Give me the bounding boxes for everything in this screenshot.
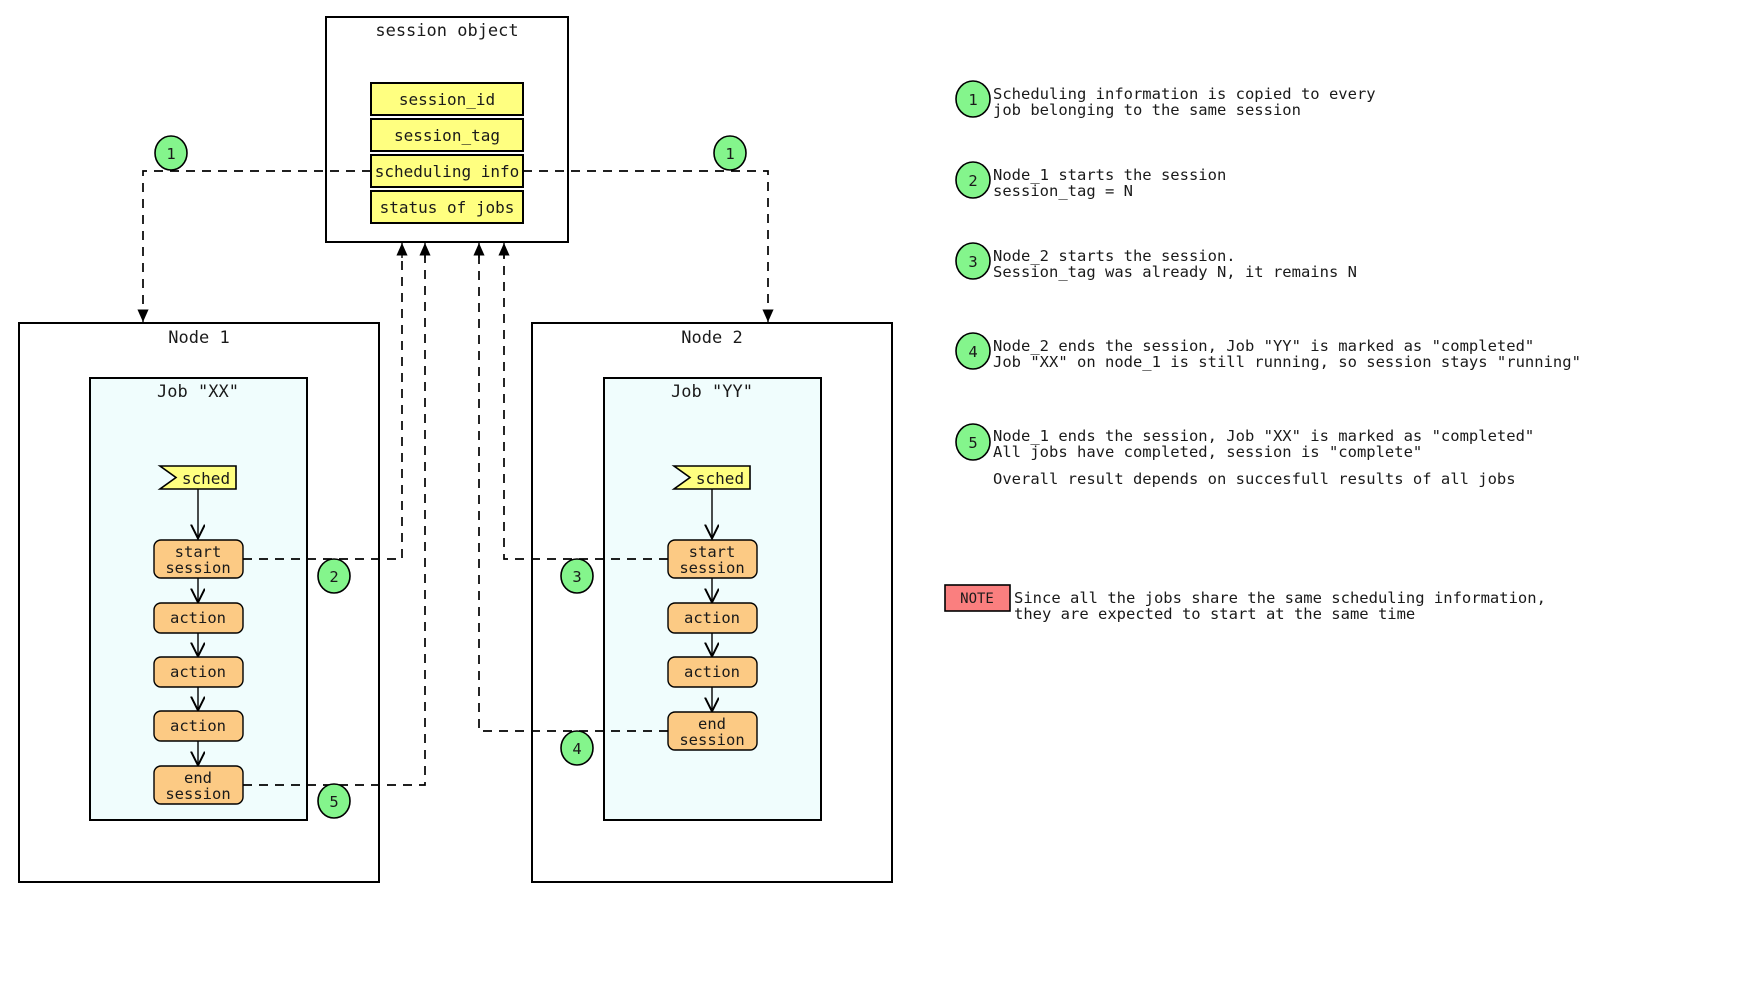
node-1-start-line1: start [175, 543, 222, 561]
legend-item-5: 5 Node_1 ends the session, Job "XX" is m… [955, 423, 1534, 461]
node-1-job-title: Job "XX" [157, 382, 239, 402]
legend-4-line-1: Node_2 ends the session, Job "YY" is mar… [993, 337, 1534, 355]
legend-badge-4 [955, 332, 991, 370]
node-1-title: Node 1 [168, 328, 229, 348]
session-field-session-tag-label: session_tag [394, 126, 500, 145]
note-badge [944, 584, 1011, 612]
legend-2-line-1: Node_1 starts the session [993, 166, 1226, 184]
connector-node2-end-to-session [473, 243, 668, 732]
node-2-title: Node 2 [681, 328, 742, 348]
legend-badge-5 [955, 423, 991, 461]
node-1-step-end-session: end session [153, 765, 244, 805]
badge-5-label: 5 [329, 793, 338, 811]
node-1-end-line1: end [184, 769, 212, 787]
connector-sched-to-node1 [137, 170, 371, 322]
legend-item-4: 4 Node_2 ends the session, Job "YY" is m… [955, 332, 1581, 371]
legend-1-line-1: Scheduling information is copied to ever… [993, 85, 1376, 103]
node-2-action-1-label: action [684, 609, 740, 627]
node-1-end-line2: session [165, 785, 230, 803]
legend-item-1: 1 Scheduling information is copied to ev… [955, 80, 1376, 119]
node-1-step-action-1: action [153, 602, 244, 634]
node-1-step-action-3: action [153, 710, 244, 742]
legend-item-2: 2 Node_1 starts the session session_tag … [955, 161, 1226, 200]
node-2-start-line2: session [679, 559, 744, 577]
legend-badge-1 [955, 80, 991, 118]
badge-1-left-label: 1 [166, 145, 175, 163]
node-2-action-2-label: action [684, 663, 740, 681]
node-1-sched-label: sched [182, 469, 230, 488]
node-1-start-line2: session [165, 559, 230, 577]
node-2-panel: Node 2 Job "YY" sched start session acti… [531, 322, 893, 883]
node-1-step-start-session: start session [153, 539, 244, 579]
node-2-sched-shape: sched [671, 465, 751, 490]
note-badge-label: NOTE [960, 591, 994, 607]
note-line-1: Since all the jobs share the same schedu… [1014, 589, 1546, 607]
badge-2-label: 2 [329, 568, 338, 586]
connector-node2-start-to-session [498, 243, 668, 560]
badge-3: 3 [560, 558, 594, 594]
legend-3-line-1: Node_2 starts the session. [993, 247, 1236, 265]
legend-1-line-2: job belonging to the same session [993, 101, 1301, 119]
note-line-2: they are expected to start at the same t… [1014, 605, 1415, 623]
node-2-step-end-session: end session [667, 711, 758, 751]
node-1-action-1-label: action [170, 609, 226, 627]
badge-5: 5 [317, 783, 351, 819]
node-1-step-action-2: action [153, 656, 244, 688]
legend-badge-3-label: 3 [968, 253, 977, 271]
legend-overall-note: Overall result depends on succesfull res… [993, 470, 1516, 488]
connector-sched-to-node2 [523, 170, 774, 322]
node-2-step-action-1: action [667, 602, 758, 634]
node-1-sched-shape: sched [157, 465, 237, 490]
node-2-end-line2: session [679, 731, 744, 749]
connector-node1-end-to-session [243, 243, 431, 786]
badge-1-right: 1 [713, 135, 747, 171]
session-field-session-tag [370, 118, 524, 152]
badge-4-label: 4 [572, 740, 581, 758]
node-2-job-title: Job "YY" [671, 382, 753, 402]
legend-item-3: 3 Node_2 starts the session. Session_tag… [955, 242, 1357, 281]
connector-node1-start-to-session [243, 243, 408, 560]
session-object-title: session object [375, 21, 518, 41]
badge-3-label: 3 [572, 568, 581, 586]
node-1-panel: Node 1 Job "XX" sched start session acti… [18, 322, 380, 883]
legend-badge-5-label: 5 [968, 434, 977, 452]
note-callout: NOTE Since all the jobs share the same s… [944, 584, 1546, 623]
legend-badge-3 [955, 242, 991, 280]
legend-4-line-2: Job "XX" on node_1 is still running, so … [993, 353, 1581, 371]
legend-badge-2 [955, 161, 991, 199]
session-field-scheduling-info-label: scheduling info [375, 162, 520, 181]
legend-5-line-1: Node_1 ends the session, Job "XX" is mar… [993, 427, 1534, 445]
node-2-start-line1: start [689, 543, 736, 561]
badge-1-left: 1 [154, 135, 188, 171]
legend-3-line-2: Session_tag was already N, it remains N [993, 263, 1357, 281]
node-2-step-start-session: start session [667, 539, 758, 579]
session-field-session-id-label: session_id [399, 90, 495, 109]
node-2-end-line1: end [698, 715, 726, 733]
legend-badge-2-label: 2 [968, 172, 977, 190]
node-2-step-action-2: action [667, 656, 758, 688]
badge-1-right-label: 1 [725, 145, 734, 163]
node-1-action-3-label: action [170, 717, 226, 735]
node-1-action-2-label: action [170, 663, 226, 681]
legend-badge-4-label: 4 [968, 343, 977, 361]
session-field-status-of-jobs-label: status of jobs [380, 198, 515, 217]
node-2-sched-label: sched [696, 469, 744, 488]
legend-badge-1-label: 1 [968, 91, 977, 109]
session-object-panel: session object session_id session_tag sc… [325, 16, 569, 243]
session-field-session-id [370, 82, 524, 116]
session-field-status-of-jobs [370, 190, 524, 224]
legend-5-line-2: All jobs have completed, session is "com… [993, 443, 1422, 461]
badge-4: 4 [560, 730, 594, 766]
badge-2: 2 [317, 558, 351, 594]
legend-2-line-2: session_tag = N [993, 182, 1133, 200]
